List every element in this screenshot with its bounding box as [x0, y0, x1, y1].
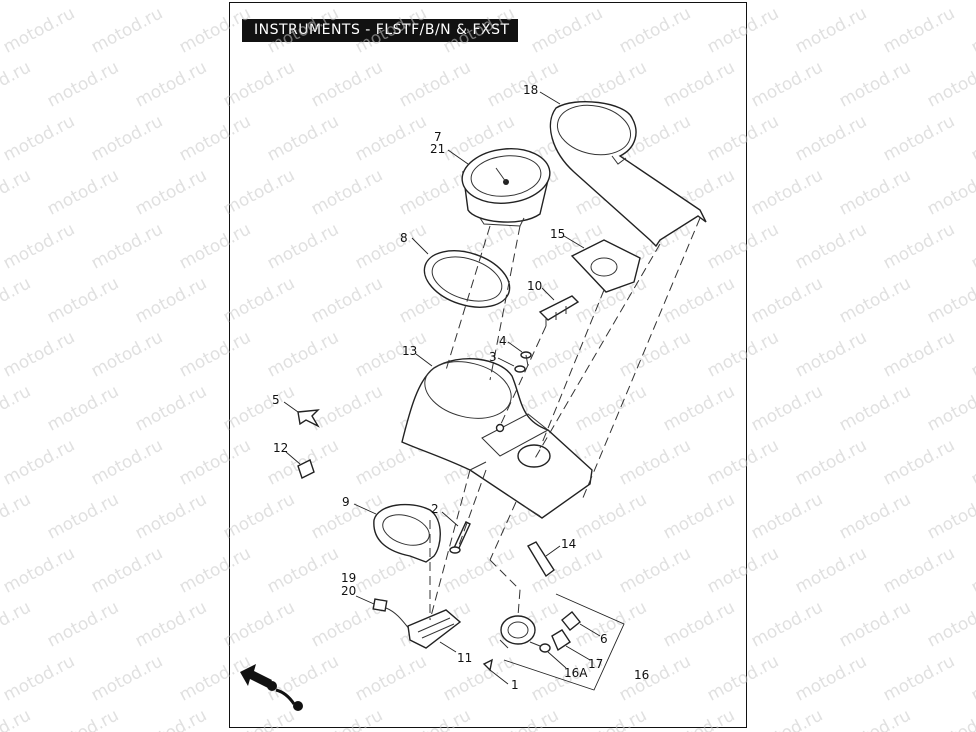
assembly-dash-lines [429, 217, 701, 621]
part-6-clip [561, 611, 581, 631]
part-17-bracket [551, 629, 571, 652]
front-direction-arrow-icon [240, 664, 303, 711]
callout-labels: 18 7 21 8 15 10 4 3 13 5 12 9 2 14 19 20… [272, 83, 649, 692]
part-13-console-housing [401, 358, 593, 519]
part-7-speedometer [461, 148, 551, 227]
callout-9: 9 [342, 495, 350, 509]
part-16-group-bracket [503, 593, 625, 691]
callout-12: 12 [273, 441, 288, 455]
callout-18: 18 [523, 83, 538, 97]
part-18-console-cover [549, 101, 707, 248]
part-8-gasket-ring [423, 250, 511, 308]
part-1-screw [482, 658, 493, 672]
callout-14: 14 [561, 537, 576, 551]
callout-20: 20 [341, 584, 356, 598]
callout-19: 19 [341, 571, 356, 585]
part-14-plate [527, 541, 555, 578]
part-11-module [407, 609, 462, 649]
callout-13: 13 [402, 344, 417, 358]
callout-5: 5 [272, 393, 280, 407]
callout-leader-lines [283, 91, 601, 685]
part-2-bolt [449, 521, 471, 554]
part-9-mounting-bracket [373, 503, 441, 563]
part-12-connector [297, 459, 315, 479]
part-19-wiring-harness [372, 598, 411, 631]
diagram-title: INSTRUMENTS - FLSTF/B/N & FXST [242, 19, 518, 42]
callout-16a: 16A [564, 666, 588, 680]
callout-8: 8 [400, 231, 408, 245]
callout-10: 10 [527, 279, 542, 293]
callout-6: 6 [600, 632, 608, 646]
callout-2: 2 [431, 502, 439, 516]
callout-3: 3 [489, 350, 497, 364]
callout-11: 11 [457, 651, 472, 665]
callout-15: 15 [550, 227, 565, 241]
callout-4: 4 [499, 334, 507, 348]
callout-17: 17 [588, 657, 603, 671]
part-4-screw [520, 351, 532, 367]
part-5-bracket [297, 409, 320, 428]
callout-21: 21 [430, 142, 445, 156]
callout-7: 7 [434, 130, 442, 144]
callout-1: 1 [511, 678, 519, 692]
part-15-plate [570, 239, 641, 293]
part-10-clip [538, 295, 580, 326]
part-16-motor-assembly [499, 615, 551, 653]
part-3-washer [514, 365, 526, 373]
callout-16: 16 [634, 668, 649, 682]
